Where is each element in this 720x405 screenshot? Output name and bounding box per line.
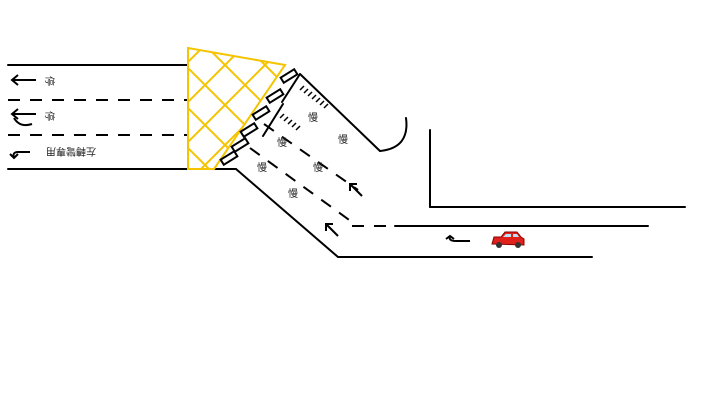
arrow-icon [445,234,470,242]
stop-line-ticks [279,85,329,131]
right-road [337,129,686,258]
slow-mark: 慢 [288,188,298,200]
slow-mark: 慢 [313,162,323,174]
diag-road-bottom-edge [235,168,339,258]
crosswalk [219,67,299,167]
diag-road-top-curve [379,117,408,152]
diag-lane-divider-1 [263,123,359,191]
slow-markings: 慢 慢 慢 慢 慢 慢 [257,112,348,200]
diag-road-top-edge [299,73,381,152]
arrow-icon [349,183,363,197]
slow-mark: 慢 [277,137,287,149]
car-icon [491,231,525,248]
diagonal-road [235,73,408,258]
diagonal-arrows [325,183,363,237]
arrow-icon [10,74,36,86]
slow-mark: 慢 [308,112,318,124]
diag-lane-divider-2 [249,147,353,223]
lane-label-2: 停 [43,111,56,121]
arrow-icon [10,108,36,127]
slow-mark: 慢 [338,134,348,146]
lane-label-1: 停 [43,76,56,86]
stop-bar-1 [281,73,301,103]
stop-bar-2 [262,103,284,137]
left-road-arrows [9,74,36,160]
slow-mark: 慢 [257,162,267,174]
lane-label-3: 左轉彎專用 [46,145,96,158]
arrow-icon [9,151,30,160]
arrow-icon [325,223,339,237]
yellow-hatch-box [187,46,287,170]
